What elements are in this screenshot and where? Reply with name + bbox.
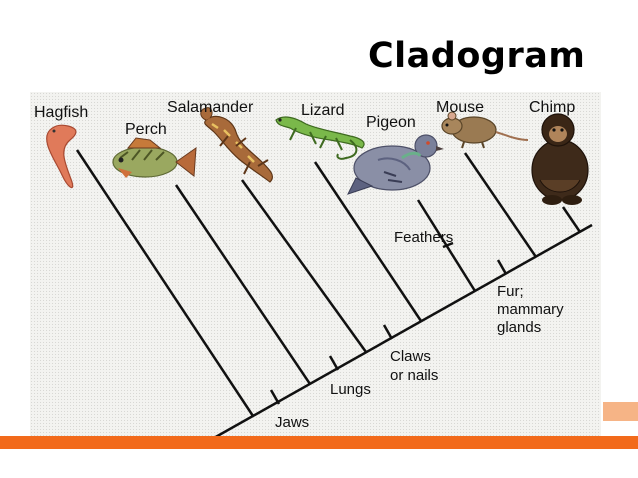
trait-label-fur-line3: glands bbox=[497, 319, 541, 336]
tick-lungs bbox=[328, 355, 340, 371]
trait-label-fur-line1: Fur; bbox=[497, 283, 524, 300]
accent-bar bbox=[0, 436, 638, 449]
trait-label-claws-line1: Claws bbox=[390, 348, 431, 365]
tick-fur bbox=[496, 259, 508, 275]
hagfish-icon bbox=[46, 124, 77, 189]
accent-tab bbox=[603, 402, 638, 421]
fish-icon bbox=[112, 137, 197, 178]
trait-label-feathers: Feathers bbox=[394, 229, 453, 246]
branch-hagfish bbox=[75, 149, 255, 417]
taxon-label-perch: Perch bbox=[125, 121, 167, 138]
taxon-label-chimp: Chimp bbox=[529, 99, 575, 116]
taxon-label-hagfish: Hagfish bbox=[34, 104, 88, 121]
tick-claws bbox=[382, 324, 394, 340]
taxon-label-mouse: Mouse bbox=[436, 99, 484, 116]
salamander-icon bbox=[200, 107, 274, 183]
mouse-icon bbox=[441, 111, 529, 149]
bird-icon bbox=[347, 134, 444, 195]
branch-chimp bbox=[561, 206, 582, 233]
branch-salamander bbox=[240, 179, 368, 353]
trait-label-claws-line2: or nails bbox=[390, 367, 438, 384]
branch-mouse bbox=[463, 152, 538, 258]
lizard-icon bbox=[275, 116, 365, 160]
tick-feathers bbox=[442, 241, 454, 249]
taxon-label-lizard: Lizard bbox=[301, 102, 345, 119]
trait-label-jaws: Jaws bbox=[275, 414, 309, 431]
chimp-icon bbox=[531, 113, 589, 205]
taxon-label-pigeon: Pigeon bbox=[366, 114, 416, 131]
cladogram-trunk bbox=[204, 223, 593, 445]
trait-label-lungs: Lungs bbox=[330, 381, 371, 398]
trait-label-fur-line2: mammary bbox=[497, 301, 564, 318]
slide-title: Cladogram bbox=[368, 36, 586, 76]
tick-jaws bbox=[269, 389, 281, 405]
branch-lizard bbox=[313, 161, 423, 322]
branch-perch bbox=[174, 184, 312, 385]
taxon-label-salamander: Salamander bbox=[167, 99, 254, 116]
